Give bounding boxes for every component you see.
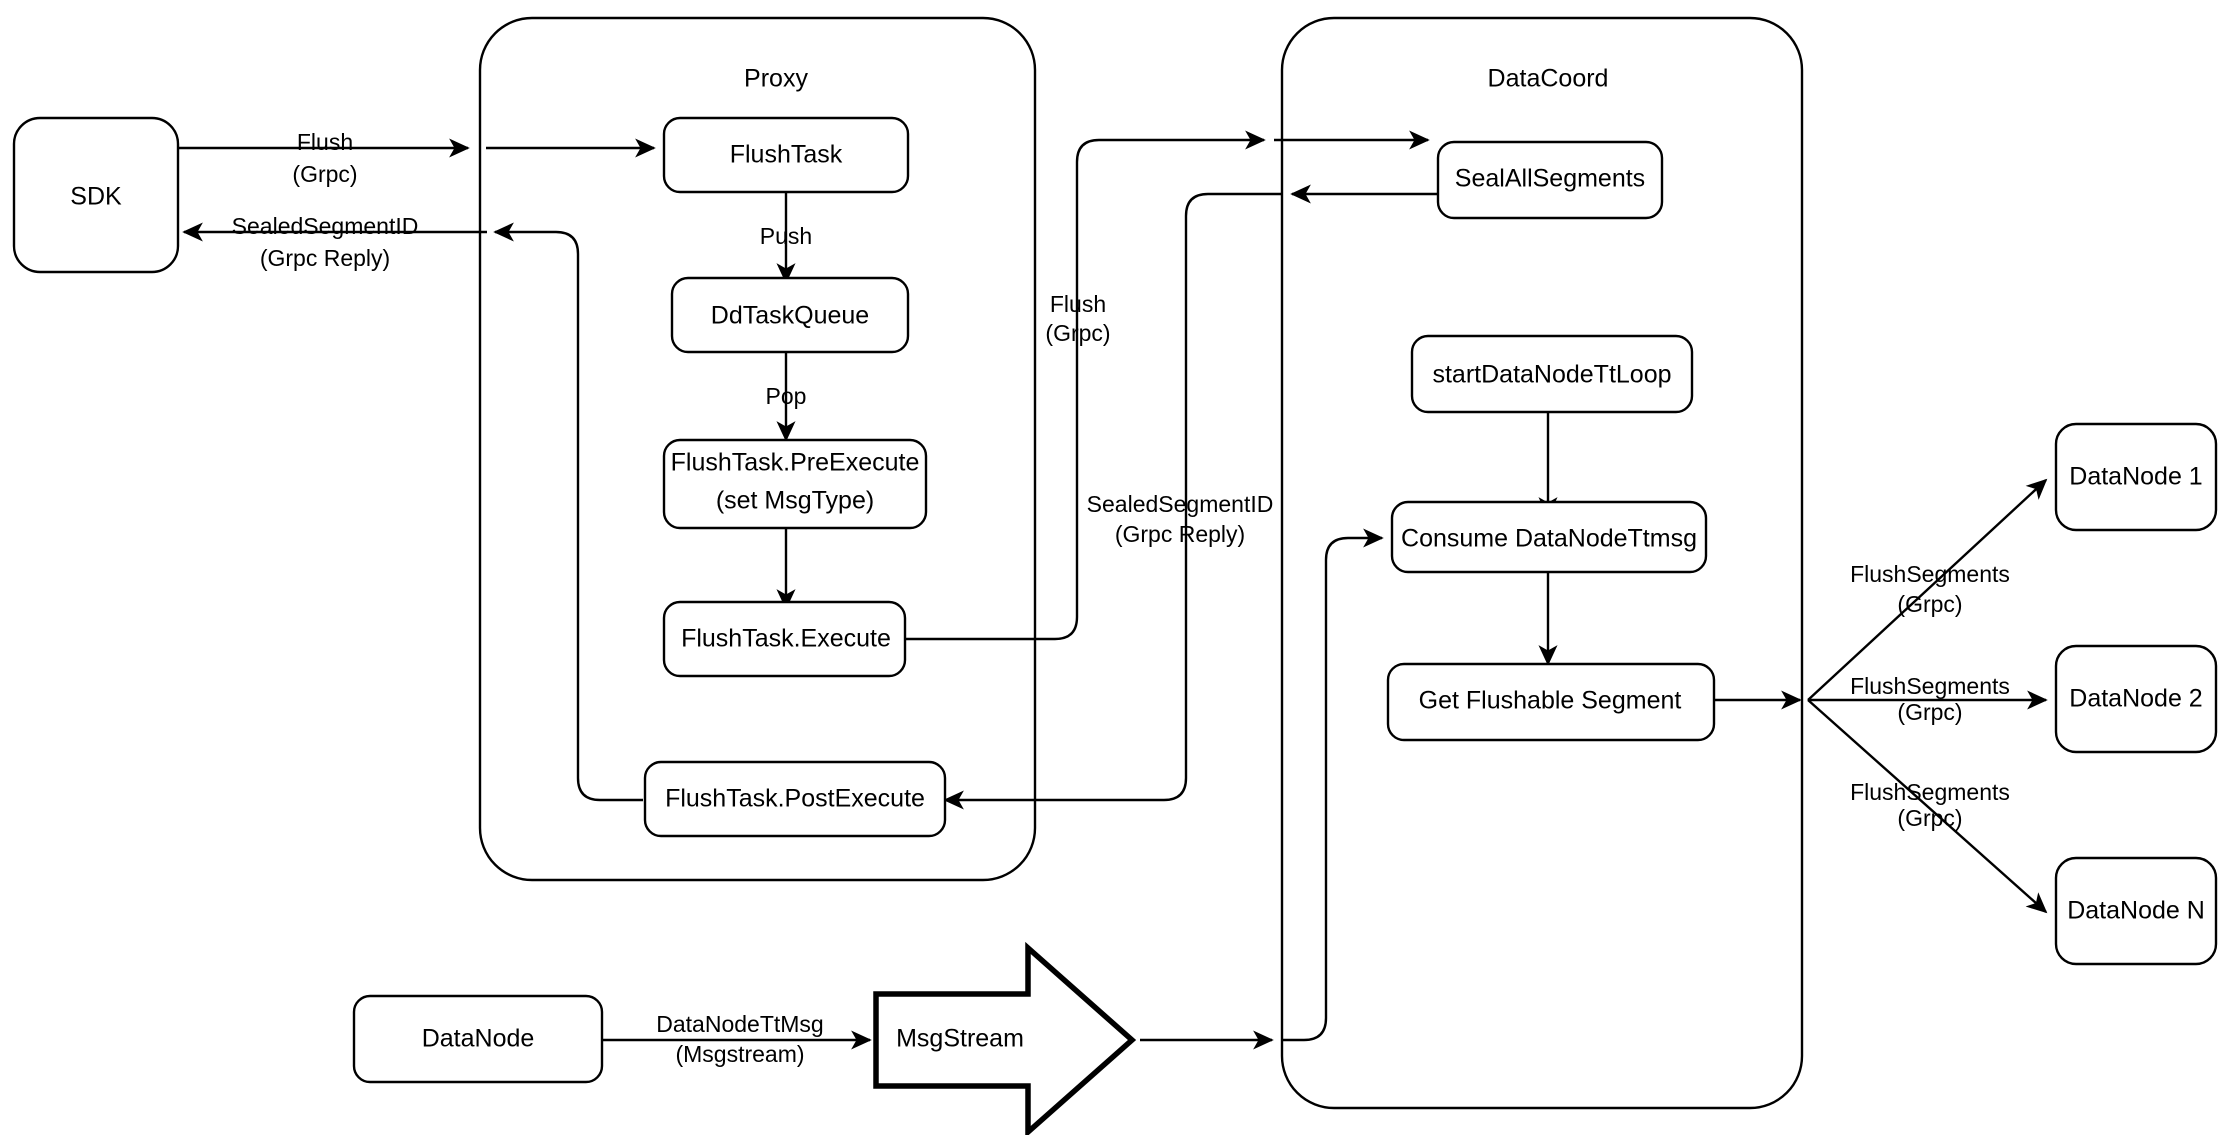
flush-task-box[interactable] [662, 116, 910, 194]
node-get-flushable-segment[interactable]: Get Flushable Segment [1386, 662, 1716, 742]
coord-reply-label-line2: (Grpc Reply) [1115, 521, 1245, 547]
preexecute-label-line2: (set MsgType) [716, 487, 874, 515]
node-datanode-2[interactable]: DataNode 2 [2054, 644, 2218, 754]
edge-datacoord-reply-rail-to-postexecute [943, 192, 1282, 810]
sdk-flush-label-line2: (Grpc) [292, 161, 357, 187]
preexecute-box[interactable] [662, 438, 928, 530]
datanode-2-label: DataNode 2 [2069, 685, 2202, 713]
preexecute-label-line1: FlushTask.PreExecute [671, 449, 920, 477]
node-start-datanode-tt-loop[interactable]: startDataNodeTtLoop [1410, 334, 1694, 414]
container-proxy: Proxy [478, 16, 1037, 882]
get-flushable-box[interactable] [1386, 662, 1716, 742]
node-consume-datanode-ttmsg[interactable]: Consume DataNodeTtmsg [1390, 500, 1708, 574]
edge-hub-to-datanoden [1807, 699, 2048, 914]
edge-execute-to-datacoord [905, 130, 1266, 641]
ttmsg-label-line2: (Msgstream) [675, 1041, 804, 1067]
edge-label-datanode-ttmsg: DataNodeTtMsg (Msgstream) [656, 1011, 823, 1067]
edge-label-coord-to-proxy: SealedSegmentID (Grpc Reply) [1087, 491, 1274, 547]
node-datanode-source[interactable]: DataNode [352, 994, 604, 1084]
flushsegments-2-line1: FlushSegments [1850, 673, 2010, 699]
proxy-title: Proxy [744, 65, 808, 93]
pop-label: Pop [766, 383, 807, 409]
edge-label-flushsegments-n: FlushSegments (Grpc) [1850, 779, 2010, 831]
sdk-flush-label-line1: Flush [297, 129, 353, 155]
edge-label-proxy-to-coord: Flush (Grpc) [1045, 291, 1110, 346]
flush-task-label: FlushTask [730, 141, 843, 169]
datanode-2-box[interactable] [2054, 644, 2218, 754]
sdk-box[interactable] [12, 116, 180, 274]
consume-ttmsg-box[interactable] [1390, 500, 1708, 574]
flushsegments-2-line2: (Grpc) [1897, 699, 1962, 725]
container-datacoord: DataCoord [1280, 16, 1804, 1110]
seal-all-segments-label: SealAllSegments [1455, 165, 1645, 193]
edge-postexecute-to-sdk-rail [493, 222, 643, 802]
coord-reply-label-line1: SealedSegmentID [1087, 491, 1274, 517]
datanode-n-box[interactable] [2054, 856, 2218, 966]
edge-label-proxy-to-sdk: SealedSegmentID (Grpc Reply) [232, 213, 419, 271]
sdk-reply-label-line1: SealedSegmentID [232, 213, 419, 239]
proxy-container-outline [478, 16, 1037, 882]
coord-flush-label-line1: Flush [1050, 291, 1106, 317]
push-label: Push [760, 223, 812, 249]
datanode-source-box[interactable] [352, 994, 604, 1084]
sdk-reply-label-line2: (Grpc Reply) [260, 245, 390, 271]
flushsegments-1-line2: (Grpc) [1897, 591, 1962, 617]
edge-hub-to-datanode1 [1807, 478, 2048, 701]
edge-label-flushsegments-2: FlushSegments (Grpc) [1850, 673, 2010, 725]
node-msgstream[interactable]: MsgStream [873, 941, 1137, 1135]
get-flushable-label: Get Flushable Segment [1419, 687, 1682, 715]
datanode-1-box[interactable] [2054, 422, 2218, 532]
node-flushtask-preexecute[interactable]: FlushTask.PreExecute (set MsgType) [662, 438, 928, 530]
seal-all-segments-box[interactable] [1436, 140, 1664, 220]
datacoord-title: DataCoord [1488, 65, 1609, 93]
msgstream-label: MsgStream [896, 1025, 1024, 1053]
postexecute-label: FlushTask.PostExecute [665, 785, 925, 813]
datanode-1-label: DataNode 1 [2069, 463, 2202, 491]
node-flushtask-postexecute[interactable]: FlushTask.PostExecute [643, 760, 947, 838]
msgstream-arrow-shape[interactable] [873, 941, 1137, 1135]
node-dd-task-queue[interactable]: DdTaskQueue [670, 276, 910, 354]
start-tt-loop-label: startDataNodeTtLoop [1432, 361, 1671, 389]
execute-box[interactable] [662, 600, 907, 678]
edge-ttmsg-rail-to-consume [1282, 528, 1384, 1042]
consume-ttmsg-label: Consume DataNodeTtmsg [1401, 525, 1697, 553]
node-sdk[interactable]: SDK [12, 116, 180, 274]
start-tt-loop-box[interactable] [1410, 334, 1694, 414]
datanode-n-label: DataNode N [2067, 897, 2205, 925]
edge-label-sdk-to-proxy: Flush (Grpc) [292, 129, 357, 187]
datanode-source-label: DataNode [422, 1025, 535, 1053]
execute-label: FlushTask.Execute [681, 625, 891, 653]
node-flushtask-execute[interactable]: FlushTask.Execute [662, 600, 907, 678]
datacoord-container-outline [1280, 16, 1804, 1110]
node-seal-all-segments[interactable]: SealAllSegments [1436, 140, 1664, 220]
sdk-label: SDK [70, 183, 122, 211]
dd-task-queue-box[interactable] [670, 276, 910, 354]
coord-flush-label-line2: (Grpc) [1045, 320, 1110, 346]
node-flush-task[interactable]: FlushTask [662, 116, 910, 194]
ttmsg-label-line1: DataNodeTtMsg [656, 1011, 823, 1037]
flushsegments-n-line1: FlushSegments [1850, 779, 2010, 805]
edge-label-flushsegments-1: FlushSegments (Grpc) [1850, 561, 2010, 617]
postexecute-box[interactable] [643, 760, 947, 838]
flushsegments-1-line1: FlushSegments [1850, 561, 2010, 587]
node-datanode-n[interactable]: DataNode N [2054, 856, 2218, 966]
flushsegments-n-line2: (Grpc) [1897, 805, 1962, 831]
node-datanode-1[interactable]: DataNode 1 [2054, 422, 2218, 532]
dd-task-queue-label: DdTaskQueue [711, 302, 869, 330]
